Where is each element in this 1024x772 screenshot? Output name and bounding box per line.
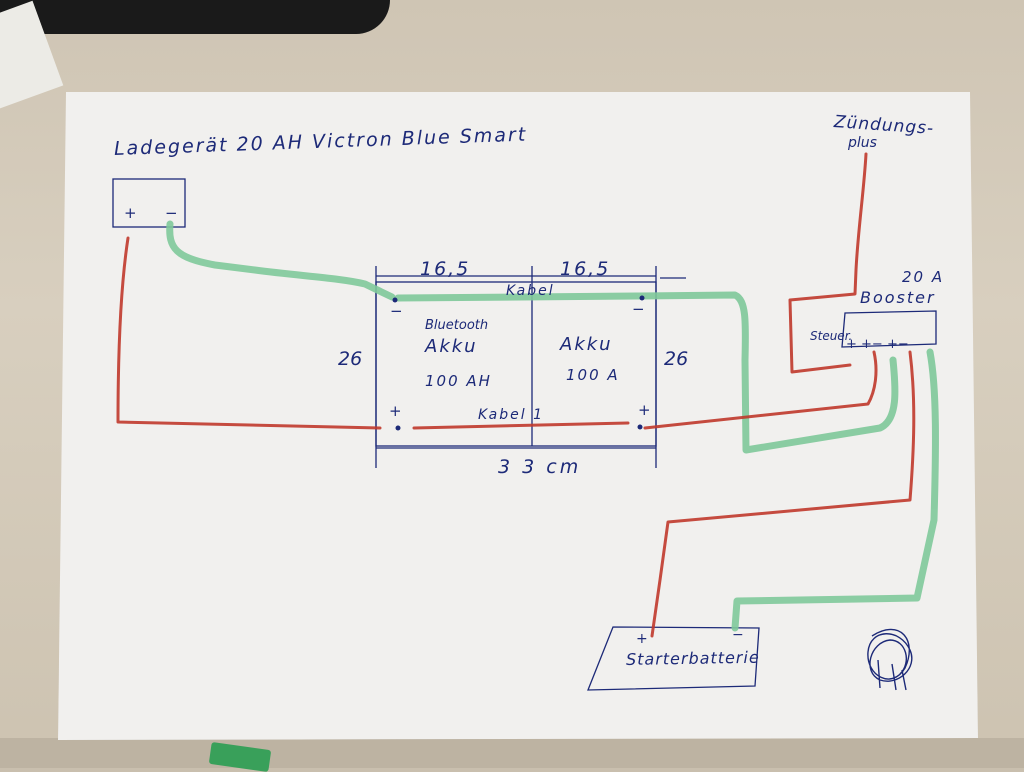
black-cloth — [0, 0, 390, 34]
booster-to-starter-negative-wire — [731, 348, 939, 632]
battery-left-positive-dot — [395, 425, 401, 431]
booster-steuer-label: Steuer. — [810, 329, 853, 343]
battery-right-positive-dot — [637, 424, 643, 430]
battery-right-plus-mark: + — [638, 401, 651, 419]
starter-plus-label: + — [636, 631, 648, 647]
battery-to-booster-negative-wire — [636, 291, 899, 454]
battery-right-line2: 100 A — [566, 366, 620, 384]
booster-box — [841, 310, 937, 348]
booster-to-starter-positive-wire — [650, 350, 916, 638]
charger-minus-label: − — [165, 204, 178, 222]
negative-wires — [166, 220, 939, 632]
starter-battery-box — [587, 626, 760, 691]
terminal-dots — [392, 295, 645, 431]
paper-sheet — [58, 92, 978, 740]
cable-top-label: Kabel — [506, 283, 555, 299]
booster-rating: 20 A — [902, 268, 945, 286]
dimension-total: 3 3 cm — [498, 456, 582, 478]
starter-battery-label: Starterbatterie — [625, 647, 760, 669]
booster-terminals: + +− +− — [846, 337, 909, 352]
cable-bottom-label: Kabel 1 — [478, 407, 545, 423]
dimension-height-left: 26 — [338, 348, 363, 370]
battery-left-line2: Akku — [425, 336, 478, 357]
charger-negative-wire — [166, 220, 396, 301]
battery-right-minus-mark: − — [632, 300, 645, 318]
charger-plus-label: + — [124, 204, 137, 222]
charger-positive-wire — [116, 236, 382, 430]
battery-left-line3: 100 AH — [425, 372, 492, 390]
dimension-left-width: 16,5 — [420, 258, 471, 280]
battery-left-minus-mark: − — [390, 302, 403, 320]
battery-frame — [375, 266, 686, 468]
dimension-height-right: 26 — [664, 348, 689, 370]
dimension-right-width: 16,5 — [560, 258, 611, 280]
desk-edge — [0, 738, 1024, 768]
battery-left-line1: Bluetooth — [425, 318, 489, 333]
battery-negative-bus — [394, 292, 644, 302]
starter-minus-label: − — [732, 627, 744, 643]
battery-left-plus-mark: + — [389, 402, 402, 420]
ignition-wire — [788, 152, 868, 374]
battery-left-negative-dot — [392, 297, 398, 303]
battery-right-negative-dot — [639, 295, 645, 301]
battery-to-booster-positive-wire — [643, 350, 878, 430]
positive-wires — [116, 152, 916, 638]
battery-right-line1: Akku — [560, 334, 613, 355]
charger-box — [112, 178, 186, 228]
signature-scribble — [867, 628, 913, 691]
ignition-label-line2: plus — [848, 135, 877, 151]
booster-name: Booster — [860, 288, 936, 307]
battery-positive-bus — [412, 421, 630, 430]
